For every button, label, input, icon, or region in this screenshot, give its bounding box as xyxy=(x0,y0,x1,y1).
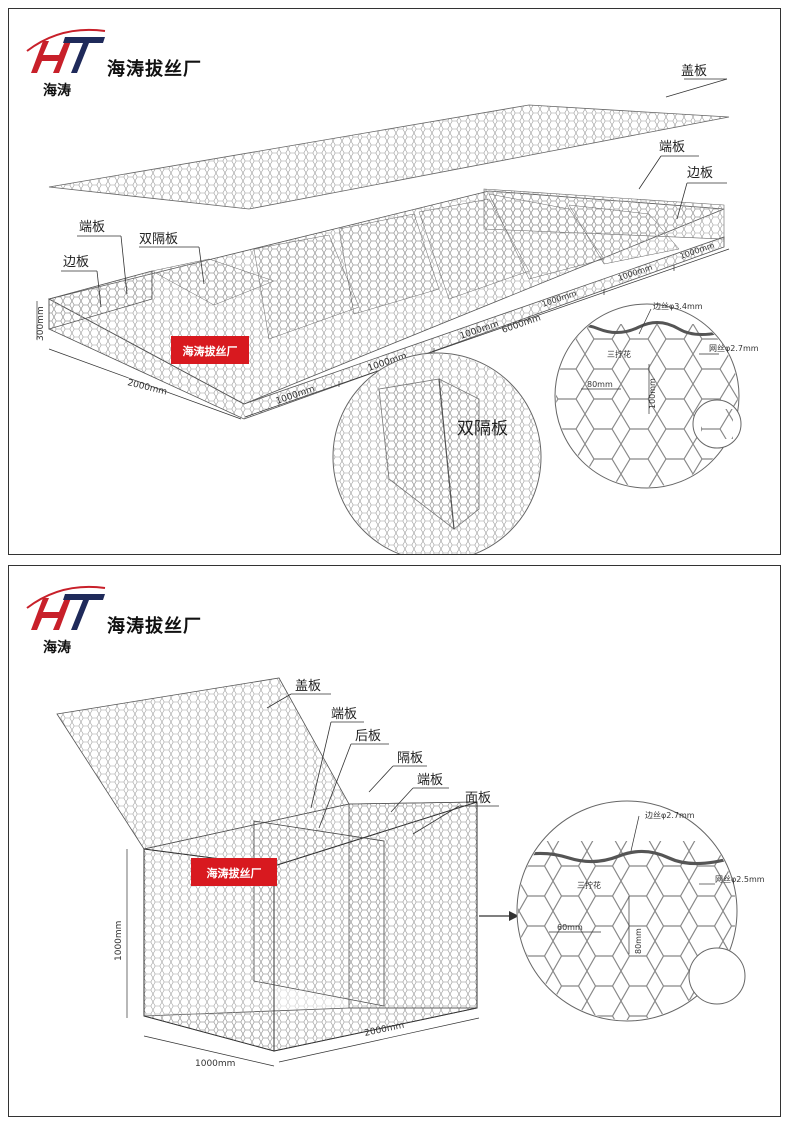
panel-box-gabion: 海涛 海涛拔丝厂 海涛拔丝厂 盖板 端板 xyxy=(8,565,781,1117)
label-double-zoom: 双隔板 xyxy=(457,419,508,439)
label-end2-2: 端板 xyxy=(417,773,443,788)
dim-seg6: 1000mm xyxy=(679,241,716,261)
label-edge-wire-1: 边丝φ3.4mm xyxy=(653,301,703,311)
label-mesh-wire-2: 网丝φ2.5mm xyxy=(715,874,765,884)
brand-logo-2: 海涛 xyxy=(26,585,106,656)
zoom-circle-double: 双隔板 xyxy=(332,352,542,554)
brand-name-2: 海涛拔丝厂 xyxy=(107,616,202,637)
label-end-left: 端板 xyxy=(79,220,105,235)
label-edge-wire-2: 边丝φ2.7mm xyxy=(645,810,695,820)
label-side-left: 边板 xyxy=(63,255,89,270)
mesh-detail-circle-2: 边丝φ2.7mm 网丝φ2.5mm 三拧花 60mm 80mm xyxy=(516,800,765,1022)
label-front-2: 面板 xyxy=(465,791,491,806)
label-mesh-h-2: 80mm xyxy=(634,928,643,954)
label-cover: 盖板 xyxy=(681,64,707,79)
long-gabion-diagram: 海涛拔丝厂 盖板 端板 边板 端板 双隔板 边板 300mm 2000mm 10… xyxy=(36,64,759,554)
dim-height-2: 1000mm xyxy=(114,921,124,961)
red-tag xyxy=(171,336,249,364)
label-side-top: 边板 xyxy=(687,166,713,181)
box-gabion-diagram: 海涛拔丝厂 盖板 端板 后板 隔板 端板 面板 1000mm 1000mm 20… xyxy=(56,677,765,1069)
label-mesh-w-2: 60mm xyxy=(557,923,583,932)
label-divider-2: 隔板 xyxy=(397,751,423,766)
panel-long-gabion: 海涛 海涛拔丝厂 海涛拔丝厂 xyxy=(8,8,781,555)
dim-width-2: 1000mm xyxy=(195,1059,235,1069)
label-end1-2: 端板 xyxy=(331,707,357,722)
partition-3 xyxy=(338,213,440,315)
arrow-icon xyxy=(509,911,519,921)
label-twist-1: 三拧花 xyxy=(607,349,631,359)
cover-panel xyxy=(48,104,730,210)
red-tag-2 xyxy=(191,858,277,886)
label-double: 双隔板 xyxy=(139,232,178,247)
label-end-top: 端板 xyxy=(659,140,685,155)
mesh-detail-circle: 边丝φ3.4mm 网丝φ2.7mm 三拧花 80mm 100mm xyxy=(554,301,759,489)
brand-logo: 海涛 xyxy=(26,28,106,99)
label-mesh-wire-1: 网丝φ2.7mm xyxy=(709,343,759,353)
logo-sub: 海涛 xyxy=(43,82,71,99)
red-tag-label-2: 海涛拔丝厂 xyxy=(207,866,262,880)
logo-sub-2: 海涛 xyxy=(43,639,71,656)
label-twist-2: 三拧花 xyxy=(577,880,601,890)
red-tag-label: 海涛拔丝厂 xyxy=(183,344,238,358)
dim-height: 300mm xyxy=(36,306,46,341)
box-side-panel xyxy=(273,801,478,1052)
partition-6 xyxy=(568,204,680,265)
brand-name: 海涛拔丝厂 xyxy=(107,59,202,80)
label-cover-2: 盖板 xyxy=(295,679,321,694)
label-mesh-w-1: 80mm xyxy=(587,380,613,389)
label-mesh-h-1: 100mm xyxy=(648,378,657,409)
label-back-2: 后板 xyxy=(355,729,381,744)
dim-seg5: 1000mm xyxy=(617,263,654,283)
